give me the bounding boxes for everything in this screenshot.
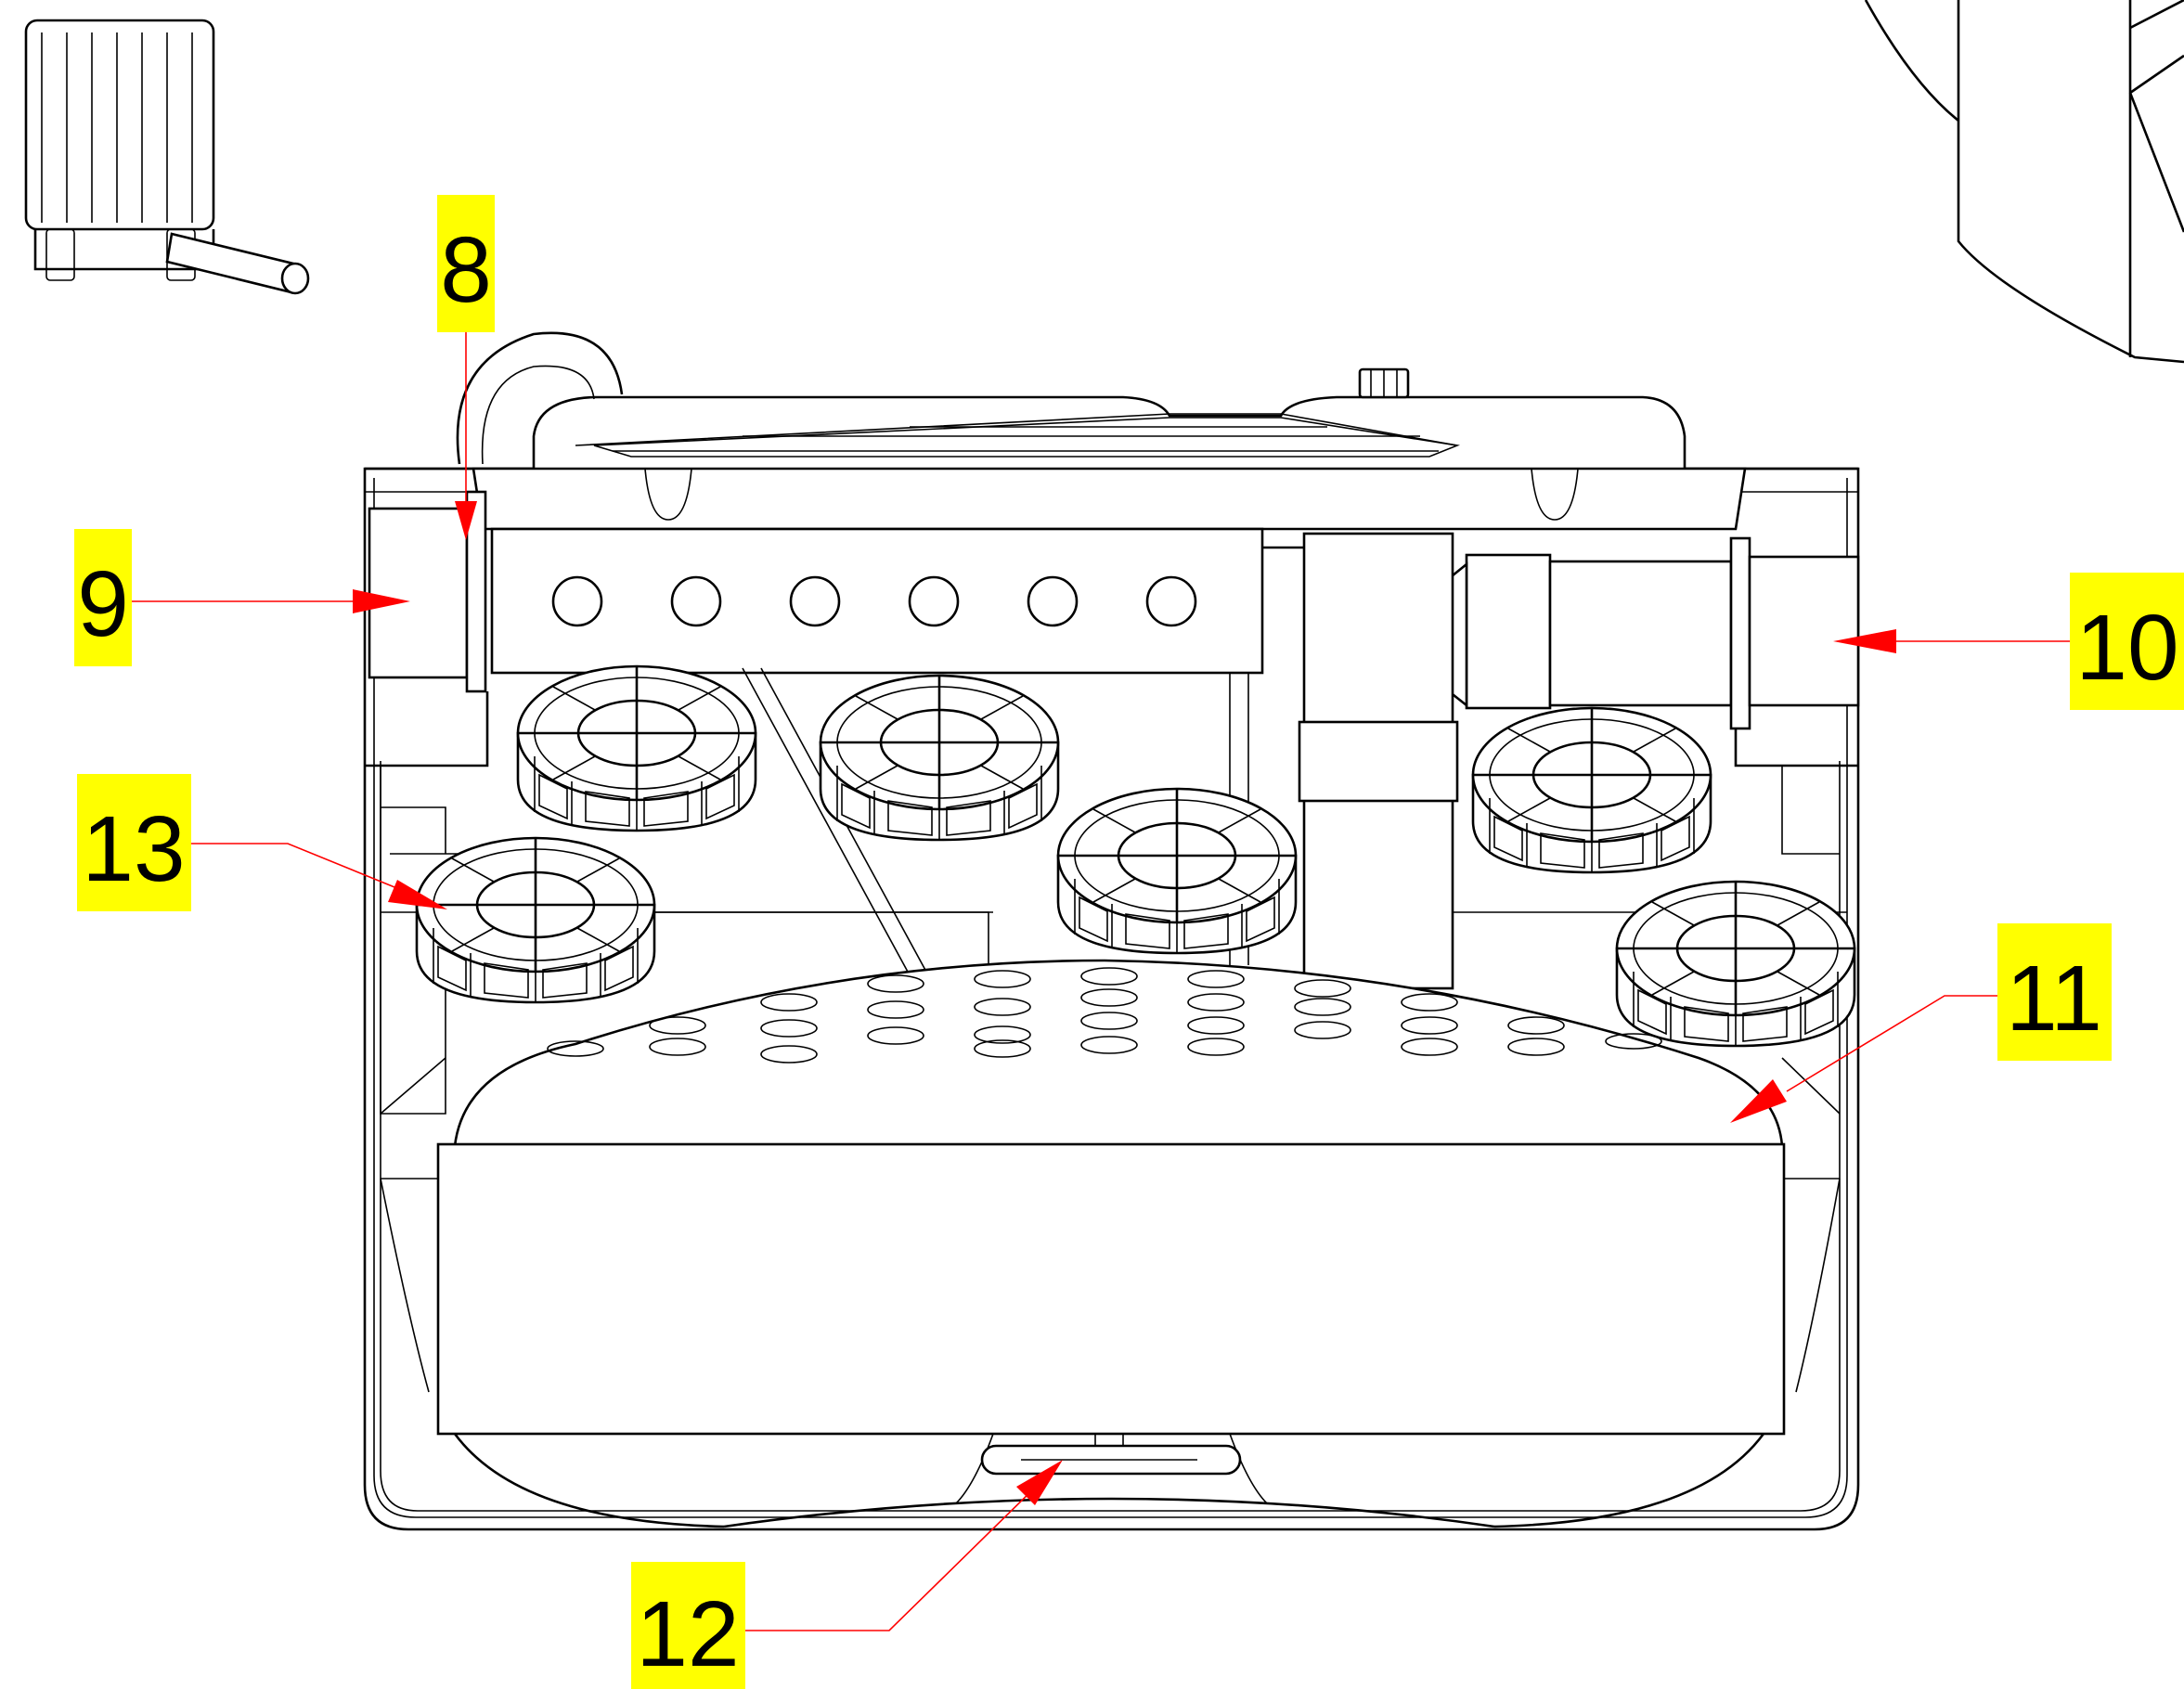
top-right-component-partial xyxy=(1864,0,2184,364)
callout-10-label: 10 xyxy=(2075,596,2178,700)
callout-10-arrowhead xyxy=(1833,629,1896,653)
callout-12-leader xyxy=(745,1484,1039,1631)
callout-8: 8 xyxy=(437,195,495,540)
callout-10: 10 xyxy=(1833,573,2184,710)
callout-9-label: 9 xyxy=(77,552,129,656)
callout-11: 11 xyxy=(1730,923,2112,1123)
callout-11-label: 11 xyxy=(2006,947,2102,1051)
callout-8-box xyxy=(437,195,495,332)
callout-13-label: 13 xyxy=(82,797,185,901)
callout-11-box xyxy=(1997,923,2112,1061)
callout-11-arrowhead xyxy=(1730,1079,1787,1123)
callout-8-arrowhead xyxy=(455,501,477,540)
callout-9: 9 xyxy=(74,529,410,666)
callout-12-box xyxy=(631,1562,745,1689)
cage-3 xyxy=(1471,706,1712,874)
callout-12-arrowhead xyxy=(1016,1460,1063,1505)
cage-6 xyxy=(1615,880,1856,1048)
callout-10-box xyxy=(2070,573,2184,710)
cage-4 xyxy=(415,836,656,1004)
callout-12: 12 xyxy=(631,1460,1063,1689)
cage-2 xyxy=(819,674,1060,842)
callout-8-label: 8 xyxy=(440,218,492,322)
callout-13-box xyxy=(77,774,191,911)
filter-housing xyxy=(363,331,1860,1531)
cage-5 xyxy=(1056,787,1298,955)
dome-holes xyxy=(547,967,1662,1064)
callout-9-arrowhead xyxy=(353,589,410,613)
callout-13-arrowhead xyxy=(388,880,447,909)
small-pump-component xyxy=(24,19,310,295)
callout-13: 13 xyxy=(77,774,447,911)
lid-mesh xyxy=(593,417,1460,458)
callout-9-box xyxy=(74,529,132,666)
callout-13-leader xyxy=(191,843,400,890)
callout-11-leader xyxy=(1786,995,1997,1092)
cage-1 xyxy=(516,664,757,832)
callout-12-label: 12 xyxy=(636,1582,739,1686)
